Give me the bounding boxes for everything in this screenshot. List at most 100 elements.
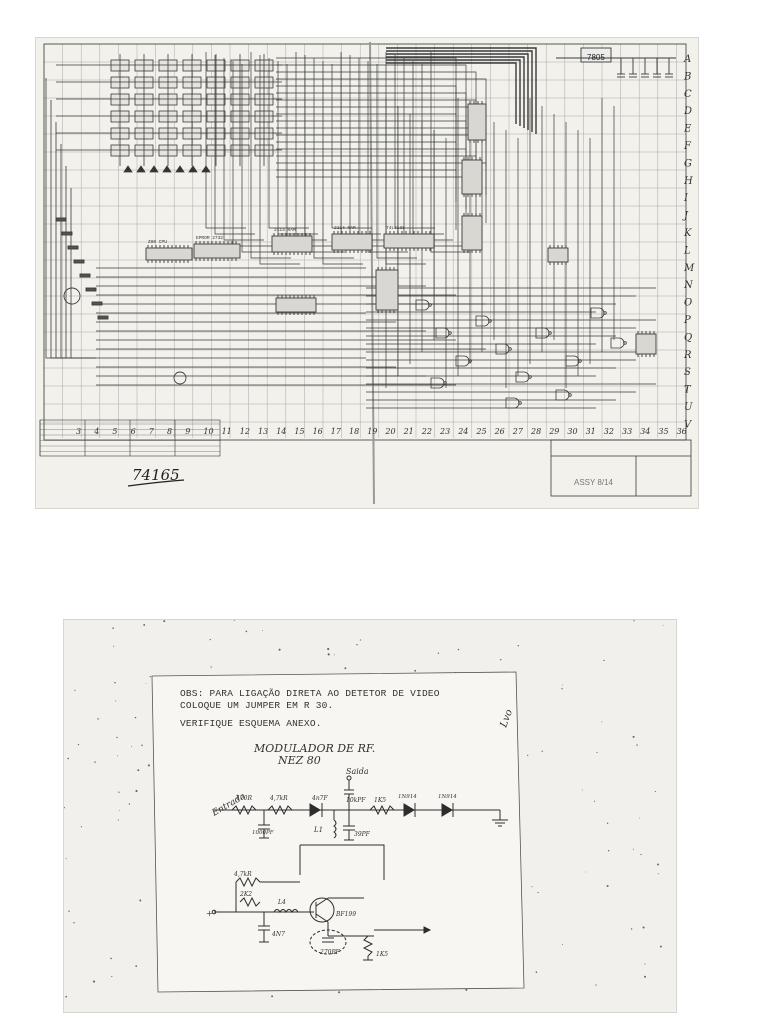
gate-inverter-bubble bbox=[578, 359, 582, 363]
speckle bbox=[135, 965, 138, 967]
speckle bbox=[657, 873, 659, 875]
capacitor-label: 10kPF bbox=[346, 797, 366, 804]
column-number: 10 bbox=[203, 427, 213, 436]
feed-line bbox=[300, 844, 385, 880]
speckle bbox=[500, 658, 502, 661]
speckle bbox=[97, 718, 99, 720]
gate-inverter-bubble bbox=[603, 311, 607, 315]
speckle bbox=[327, 653, 330, 656]
gate-inverter-bubble bbox=[428, 303, 432, 307]
column-number: 18 bbox=[349, 427, 359, 436]
diode-symbol bbox=[149, 165, 159, 173]
diode-symbol bbox=[188, 165, 198, 173]
ic-package bbox=[193, 243, 241, 259]
column-number: 33 bbox=[622, 427, 632, 436]
bus-wire bbox=[276, 71, 477, 132]
speckle bbox=[632, 848, 634, 850]
diode-symbol bbox=[162, 165, 172, 173]
speckle bbox=[67, 757, 70, 760]
speckle bbox=[606, 822, 609, 824]
speckle bbox=[333, 654, 335, 656]
resistor-2k2 bbox=[239, 896, 261, 908]
resistor bbox=[67, 245, 79, 250]
speckle bbox=[437, 652, 440, 654]
grid-lines bbox=[43, 43, 686, 438]
diode-label: 1N914 bbox=[438, 794, 457, 800]
capacitor-label: 1000PF bbox=[252, 830, 274, 836]
row-letter: C bbox=[684, 89, 692, 100]
row-letter: I bbox=[683, 193, 689, 204]
row-letter: H bbox=[683, 176, 693, 187]
resistor-label: 1K5 bbox=[376, 951, 388, 958]
ic-package bbox=[635, 333, 657, 355]
ic-package bbox=[547, 247, 569, 263]
power-bus bbox=[386, 59, 521, 126]
speckle bbox=[457, 648, 460, 651]
speckle bbox=[654, 791, 656, 793]
diode-1n914 bbox=[403, 803, 415, 817]
speckle bbox=[584, 871, 586, 873]
transistor-collector bbox=[315, 897, 329, 907]
row-letter: R bbox=[683, 350, 692, 361]
bus-wire bbox=[331, 64, 372, 229]
data-bus-wiring bbox=[96, 52, 656, 409]
column-number: 4 bbox=[93, 427, 99, 436]
column-number: 28 bbox=[530, 427, 541, 436]
column-number: 22 bbox=[421, 427, 432, 436]
row-letter: G bbox=[684, 158, 692, 169]
resistor bbox=[73, 259, 85, 264]
chip-ref-underline bbox=[127, 479, 185, 487]
column-number: 9 bbox=[185, 427, 190, 436]
circled-capacitor bbox=[309, 929, 347, 955]
column-number: 32 bbox=[604, 427, 614, 436]
legend-table bbox=[39, 419, 221, 457]
speckle bbox=[163, 620, 166, 623]
note-line-1: OBS: PARA LIGAÇÃO DIRETA AO DETETOR DE V… bbox=[180, 688, 440, 699]
bus-wire bbox=[322, 61, 363, 265]
resistor-1k5-emitter bbox=[362, 935, 374, 957]
row-letter: A bbox=[683, 54, 691, 65]
speckle bbox=[128, 803, 131, 805]
speckle bbox=[603, 659, 605, 662]
ic-package bbox=[275, 297, 317, 313]
left-wiring bbox=[45, 78, 96, 359]
speckle bbox=[145, 683, 147, 684]
gate-inverter-bubble bbox=[548, 331, 552, 335]
speckle bbox=[209, 638, 211, 641]
speckle bbox=[119, 810, 121, 811]
speckle bbox=[113, 645, 115, 647]
logic-gate bbox=[565, 355, 580, 367]
speckle bbox=[80, 826, 82, 828]
output-terminal bbox=[346, 775, 352, 781]
ic-package bbox=[331, 233, 373, 251]
column-number: 30 bbox=[567, 427, 577, 436]
speckle bbox=[114, 682, 116, 684]
row-letter: Q bbox=[684, 332, 692, 343]
gate-inverter-bubble bbox=[488, 319, 492, 323]
speckle bbox=[141, 744, 143, 747]
input-terminal bbox=[211, 909, 217, 915]
logic-gate bbox=[555, 389, 570, 401]
diode-symbol bbox=[123, 165, 133, 173]
speckle bbox=[210, 666, 212, 668]
row-letter: L bbox=[683, 245, 691, 256]
diode-symbol bbox=[175, 165, 185, 173]
gate-inverter-bubble bbox=[448, 331, 452, 335]
speckle bbox=[112, 627, 114, 629]
speckle bbox=[271, 995, 274, 998]
resistor bbox=[79, 273, 91, 278]
bus-wire bbox=[259, 55, 300, 265]
bus-wire bbox=[268, 58, 309, 229]
row-letter: N bbox=[683, 280, 694, 291]
speckle bbox=[338, 991, 341, 994]
column-number: 20 bbox=[384, 427, 395, 436]
ic-package bbox=[467, 103, 487, 141]
row-letter: T bbox=[684, 385, 692, 396]
bus-wire bbox=[276, 141, 457, 202]
speckle bbox=[644, 963, 646, 965]
logic-gate bbox=[430, 377, 445, 389]
resistor-1k5 bbox=[369, 804, 395, 816]
note-line-3: VERIFIQUE ESQUEMA ANEXO. bbox=[180, 718, 322, 729]
speckle bbox=[606, 884, 609, 888]
